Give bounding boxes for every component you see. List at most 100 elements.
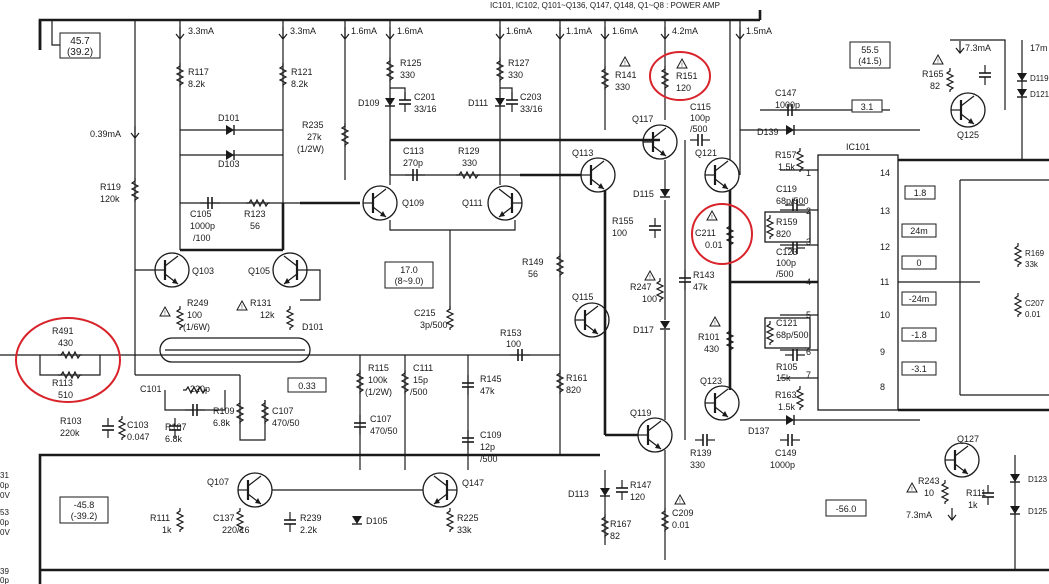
- svg-text:33k: 33k: [457, 525, 472, 535]
- d123-d125: D123 D125: [1009, 473, 1048, 516]
- svg-text:1000p: 1000p: [190, 221, 215, 231]
- svg-text:(1/6W): (1/6W): [183, 322, 210, 332]
- svg-text:R161: R161: [566, 373, 588, 383]
- svg-text:430: 430: [58, 338, 73, 348]
- r165: R165 82: [922, 54, 954, 93]
- svg-text:0.01: 0.01: [705, 240, 723, 250]
- svg-text:0.047: 0.047: [127, 432, 150, 442]
- r109: C107 470/50: [261, 399, 300, 428]
- voltage-box-neg-right: -56.0: [825, 499, 867, 517]
- svg-text:470/50: 470/50: [370, 426, 398, 436]
- voltage-box-0-33: 0.33: [287, 377, 327, 393]
- svg-text:R169: R169: [1025, 249, 1045, 258]
- svg-text:330: 330: [462, 158, 477, 168]
- svg-text:8.2k: 8.2k: [188, 79, 206, 89]
- svg-text:Q103: Q103: [192, 266, 214, 276]
- svg-text:R235: R235: [302, 120, 324, 130]
- svg-text:-24m: -24m: [909, 294, 930, 304]
- svg-text:-56.0: -56.0: [836, 504, 857, 514]
- svg-text:C209: C209: [672, 508, 694, 518]
- svg-text:14: 14: [880, 168, 890, 178]
- svg-text:3.3mA: 3.3mA: [290, 26, 316, 36]
- svg-text:1: 1: [806, 168, 811, 178]
- svg-text:68p/500: 68p/500: [776, 196, 809, 206]
- svg-text:R119: R119: [100, 182, 121, 192]
- c147: C147 1000p: [775, 88, 801, 117]
- svg-text:4.2mA: 4.2mA: [672, 26, 698, 36]
- svg-text:0.01: 0.01: [1025, 310, 1041, 319]
- r161: C121 68p/500: [764, 317, 811, 349]
- svg-text:6.8k: 6.8k: [165, 434, 183, 444]
- r157: R157 1.5k: [775, 147, 804, 173]
- d139: D139: [740, 124, 920, 137]
- svg-text:R101: R101: [698, 332, 720, 342]
- svg-text:/500: /500: [776, 269, 794, 279]
- r117: R117 8.2k: [176, 62, 209, 89]
- left-branches: [134, 20, 741, 455]
- svg-text:470/50: 470/50: [272, 418, 300, 428]
- highlight-r101-r491: [15, 317, 121, 403]
- c159: R155 100: [612, 216, 662, 239]
- svg-text:0V: 0V: [0, 491, 10, 500]
- svg-text:100k: 100k: [368, 375, 388, 385]
- svg-text:510: 510: [58, 390, 73, 400]
- svg-text:0: 0: [916, 258, 921, 268]
- svg-text:1.1mA: 1.1mA: [566, 26, 592, 36]
- svg-text:100: 100: [506, 339, 521, 349]
- svg-text:R145: R145: [480, 374, 502, 384]
- c149: C149 1000p: [770, 433, 801, 470]
- svg-text:R163: R163: [775, 390, 797, 400]
- c119: C119 68p/500: [776, 184, 809, 212]
- svg-text:10: 10: [880, 310, 890, 320]
- svg-text:C203: C203: [520, 92, 542, 102]
- r159: R159 820: [764, 211, 811, 243]
- r113: R115 100k (1/2W): [356, 363, 392, 397]
- svg-text:330: 330: [400, 70, 415, 80]
- svg-text:R107: R107: [165, 422, 187, 432]
- svg-text:68p/500: 68p/500: [776, 330, 809, 340]
- svg-text:-1.8: -1.8: [911, 330, 927, 340]
- svg-text:6: 6: [806, 347, 811, 357]
- svg-text:R165: R165: [922, 69, 944, 79]
- svg-text:9: 9: [880, 347, 885, 357]
- svg-text:D117: D117: [633, 325, 654, 335]
- svg-text:R111: R111: [966, 488, 986, 498]
- svg-text:R109: R109: [213, 406, 235, 416]
- svg-text:220k: 220k: [60, 428, 80, 438]
- right-edge-resistors: R169 33k C207 0.01: [959, 179, 1049, 396]
- svg-text:Q147: Q147: [462, 478, 484, 488]
- svg-text:120: 120: [630, 492, 645, 502]
- svg-text:R225: R225: [457, 513, 479, 523]
- svg-text:R115: R115: [368, 363, 389, 373]
- svg-text:R117: R117: [188, 67, 209, 77]
- r167: R243 10: [906, 476, 949, 505]
- svg-text:R143: R143: [693, 270, 715, 280]
- q107: Q107: [207, 471, 274, 509]
- svg-text:100p: 100p: [776, 258, 796, 268]
- svg-text:7: 7: [806, 370, 811, 380]
- svg-text:C115: C115: [690, 102, 711, 112]
- r125: R125 330: [386, 57, 422, 83]
- svg-text:1.6mA: 1.6mA: [351, 26, 377, 36]
- svg-text:C123: C123: [776, 247, 798, 257]
- d137: D137: [740, 414, 920, 436]
- svg-text:R103: R103: [60, 416, 82, 426]
- svg-text:(8~9.0): (8~9.0): [395, 276, 424, 286]
- d111-c203: D111 C203 33/16: [468, 87, 543, 114]
- svg-text:C211: C211: [695, 228, 716, 238]
- svg-text:R149: R149: [522, 257, 544, 267]
- c137: R239 2.2k: [283, 511, 322, 535]
- r119: R119 120k: [100, 177, 139, 204]
- current-labels: 3.3mA 3.3mA 1.6mA 1.6mA 1.6mA 1.1mA 1.6m…: [90, 26, 772, 139]
- svg-text:R123: R123: [244, 209, 266, 219]
- svg-text:(1/2W): (1/2W): [297, 144, 324, 154]
- svg-text:1.5mA: 1.5mA: [746, 26, 772, 36]
- svg-text:220/16: 220/16: [222, 525, 250, 535]
- svg-text:15p: 15p: [413, 375, 428, 385]
- svg-text:33/16: 33/16: [520, 104, 543, 114]
- svg-text:C149: C149: [775, 448, 797, 458]
- svg-text:R113: R113: [52, 378, 73, 388]
- q121: Q121: [695, 148, 741, 194]
- q123: Q123: [700, 376, 741, 422]
